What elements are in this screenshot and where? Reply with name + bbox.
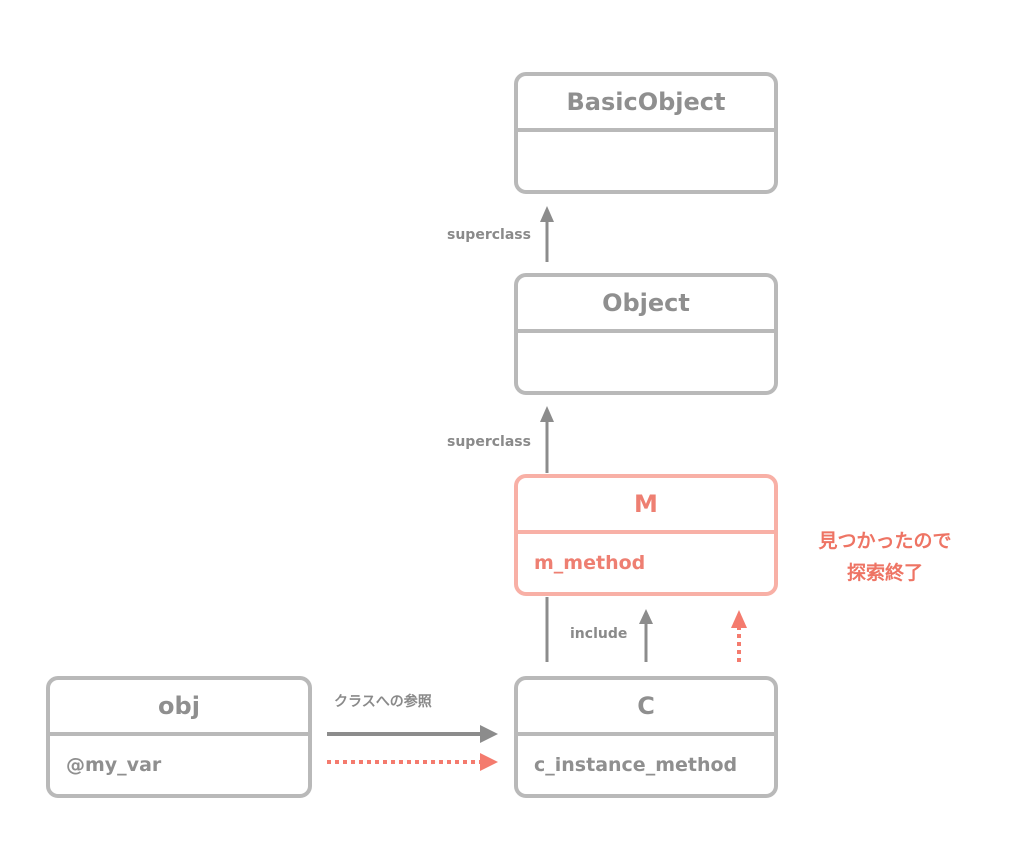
module-box-m: M m_method bbox=[514, 474, 778, 596]
object-name-obj: obj bbox=[50, 680, 308, 736]
class-methods-c: c_instance_method bbox=[534, 754, 738, 776]
edge-label-superclass-object: superclass bbox=[447, 227, 531, 243]
superclass-arrow-m-to-object bbox=[540, 406, 554, 473]
edge-label-superclass-m: superclass bbox=[447, 434, 531, 450]
class-name-object: Object bbox=[518, 277, 774, 333]
class-name-c: C bbox=[518, 680, 774, 736]
lookup-result-note: 見つかったので 探索終了 bbox=[790, 525, 980, 589]
note-line-2: 探索終了 bbox=[846, 562, 923, 584]
module-methods-m: m_method bbox=[534, 552, 646, 574]
object-ivars-obj: @my_var bbox=[66, 754, 162, 776]
edge-label-class-reference: クラスへの参照 bbox=[334, 694, 432, 710]
class-name-basicobject: BasicObject bbox=[518, 76, 774, 132]
class-methods-basicobject bbox=[518, 132, 774, 190]
module-name-m: M bbox=[518, 478, 774, 534]
include-arrow bbox=[639, 609, 653, 662]
superclass-arrow-object-to-basicobject bbox=[540, 206, 554, 262]
class-reference-arrow bbox=[327, 725, 498, 743]
class-methods-object bbox=[518, 333, 774, 391]
class-box-basicobject: BasicObject bbox=[514, 72, 778, 194]
lookup-path-arrow-c-to-m bbox=[731, 610, 747, 662]
note-line-1: 見つかったので bbox=[818, 530, 952, 552]
edge-label-include: include bbox=[570, 626, 628, 642]
class-box-c: C c_instance_method bbox=[514, 676, 778, 798]
class-box-object: Object bbox=[514, 273, 778, 395]
lookup-path-arrow-obj-to-c bbox=[327, 753, 498, 771]
object-box-obj: obj @my_var bbox=[46, 676, 312, 798]
